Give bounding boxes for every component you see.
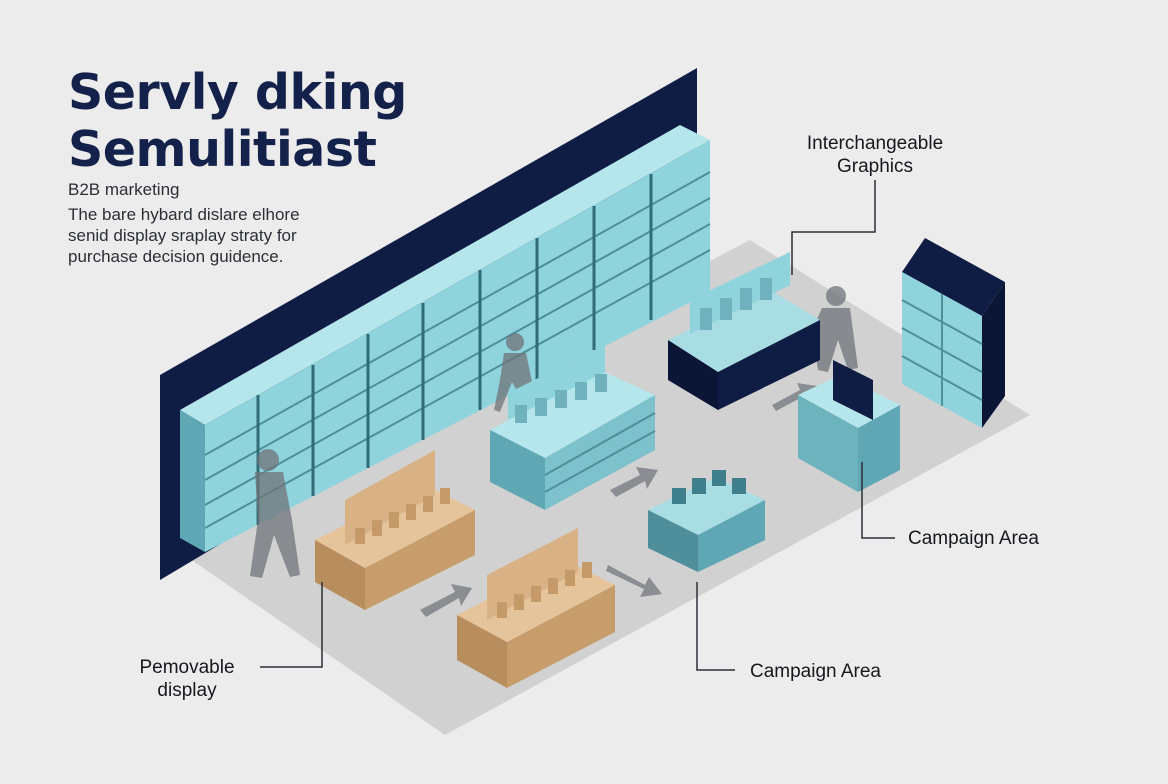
callout-interchangeable-graphics: Interchangeable Graphics [790, 132, 960, 178]
callout-campaign-area-bottom: Campaign Area [750, 661, 881, 682]
campaign-kiosk [798, 360, 900, 492]
center-gondola [490, 345, 656, 510]
callout-removable-display: Pemovable display [128, 656, 246, 702]
callout-removable-line-2: display [157, 680, 217, 701]
callout-removable-line-1: Pemovable [139, 657, 235, 678]
page-title: Servly dking Semulitiast [68, 64, 407, 178]
callout-leaders [260, 180, 895, 671]
description-line-2: senid display sraplay straty for [68, 226, 297, 245]
cardboard-display-right [457, 528, 615, 688]
store-floor [170, 240, 1030, 735]
description-line-1: The bare hybard dislare elhore [68, 205, 300, 224]
callout-graphics-line-1: Interchangeable [806, 133, 944, 154]
callout-graphics-line-2: Graphics [836, 156, 914, 177]
description: The bare hybard dislare elhore senid dis… [68, 204, 368, 267]
graphics-counter [668, 252, 820, 410]
title-line-2: Semulitiast [68, 121, 377, 178]
campaign-table-small [648, 470, 765, 572]
subtitle: B2B marketing [68, 180, 180, 199]
cardboard-display-left [315, 450, 475, 610]
side-shelving-unit [901, 238, 1005, 428]
callout-campaign-area-right: Campaign Area [908, 528, 1039, 549]
description-line-3: purchase decision guidence. [68, 247, 284, 266]
traffic-arrows [420, 383, 817, 617]
title-line-1: Servly dking [68, 64, 407, 121]
wall-shelving [180, 125, 711, 552]
